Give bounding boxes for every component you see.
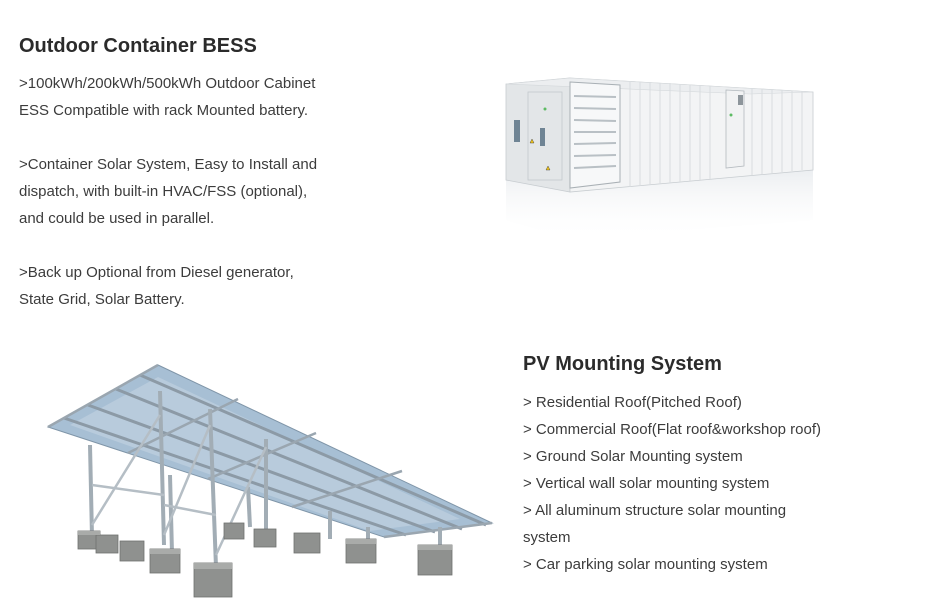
list-item: > Commercial Roof(Flat roof&workshop roo… <box>523 421 822 438</box>
text-line: >Container Solar System, Easy to Install… <box>19 156 318 173</box>
list-item: > All aluminum structure solar mounting <box>523 502 787 519</box>
text-line: and could be used in parallel. <box>19 210 215 227</box>
list-item: > Vertical wall solar mounting system <box>523 475 770 492</box>
text-line: ESS Compatible with rack Mounted battery… <box>19 102 309 119</box>
pv-mounting-structure-image <box>46 363 494 598</box>
bess-description-container: >Container Solar System, Easy to Install… <box>19 151 317 232</box>
bess-description-capacity: >100kWh/200kWh/500kWh Outdoor Cabinet ES… <box>19 70 315 124</box>
bess-description-backup: >Back up Optional from Diesel generator,… <box>19 259 294 313</box>
text-line: State Grid, Solar Battery. <box>19 291 185 308</box>
container-bess-image <box>505 77 814 240</box>
list-item: > Residential Roof(Pitched Roof) <box>523 394 742 411</box>
pv-mounting-list: > Residential Roof(Pitched Roof) > Comme… <box>523 389 821 578</box>
text-line: >100kWh/200kWh/500kWh Outdoor Cabinet <box>19 75 316 92</box>
list-item: > Ground Solar Mounting system <box>523 448 743 465</box>
pv-mounting-title: PV Mounting System <box>523 353 722 375</box>
bess-title: Outdoor Container BESS <box>19 35 257 57</box>
list-item: > Car parking solar mounting system <box>523 556 768 573</box>
list-item: system <box>523 529 571 546</box>
text-line: >Back up Optional from Diesel generator, <box>19 264 294 281</box>
text-line: dispatch, with built-in HVAC/FSS (option… <box>19 183 308 200</box>
